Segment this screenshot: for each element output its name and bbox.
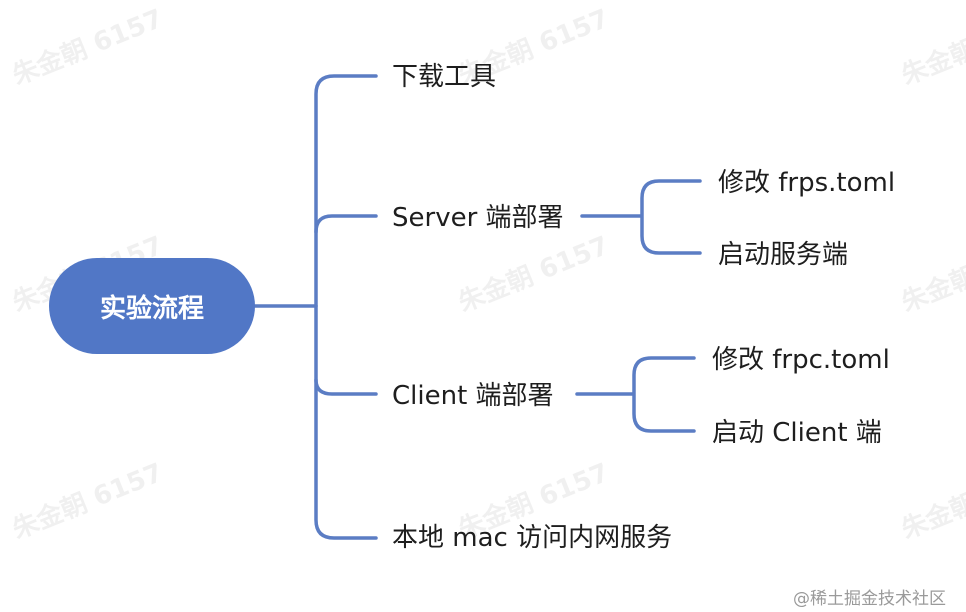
leaf-edit-frpc-toml: 修改 frpc.toml	[712, 345, 890, 375]
connector-client-children	[575, 356, 696, 433]
leaf-start-server: 启动服务端	[718, 240, 849, 270]
leaf-start-client: 启动 Client 端	[712, 418, 882, 448]
root-node: 实验流程	[49, 258, 255, 354]
connector-server	[314, 214, 378, 234]
connector-client	[314, 378, 378, 396]
branch-client-deploy: Client 端部署	[392, 381, 554, 411]
connector-trunk	[314, 74, 378, 540]
connector-server-children	[580, 179, 702, 255]
leaf-edit-frps-toml: 修改 frps.toml	[718, 168, 896, 198]
source-credit: @稀土掘金技术社区	[793, 589, 946, 609]
branch-local-mac-access: 本地 mac 访问内网服务	[392, 523, 673, 553]
branch-download-tools: 下载工具	[392, 62, 497, 92]
branch-server-deploy: Server 端部署	[392, 203, 564, 233]
